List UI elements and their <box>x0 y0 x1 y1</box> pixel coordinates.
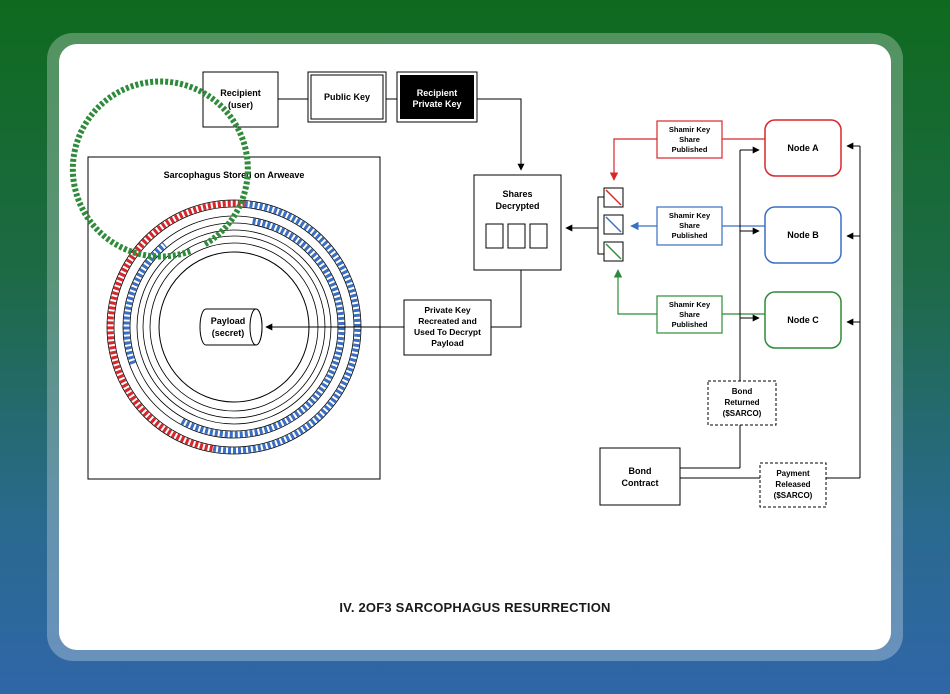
recipient-sublabel: (user) <box>228 100 253 110</box>
shamir-a-to-tile-arrow <box>609 138 657 181</box>
ring-dashed-arc <box>178 218 345 438</box>
shamir-a-label-2: Share <box>679 135 700 144</box>
recreated-label-3: Used To Decrypt <box>414 327 481 337</box>
share-tile-green <box>603 241 624 262</box>
shamir-c-to-tile-arrow <box>613 269 657 315</box>
ring-dashed-arc <box>107 200 246 452</box>
ring-dashed-arc <box>212 200 361 454</box>
bond-returned-label-1: Bond <box>732 387 753 396</box>
node-a-label: Node A <box>787 143 819 153</box>
private-key-sublabel: Private Key <box>412 99 461 109</box>
private-key-label: Recipient <box>417 88 458 98</box>
private-key-to-shares-arrow <box>477 98 525 171</box>
private-key-recreated-box: Private Key Recreated and Used To Decryp… <box>403 299 492 356</box>
node-b-box: Node B <box>764 206 842 264</box>
share-slot-2 <box>507 223 526 249</box>
ring-dashed-arc <box>123 242 167 365</box>
payment-released-box: Payment Released ($SARCO) <box>759 462 827 508</box>
bond-returned-box: Bond Returned ($SARCO) <box>707 380 777 426</box>
shares-label: Shares <box>502 189 532 199</box>
share-slot-1 <box>485 223 504 249</box>
sarcophagus-title: Sarcophagus Stored on Arweave <box>164 170 305 180</box>
payment-released-label-2: Released <box>775 480 810 489</box>
shamir-box-c: Shamir Key Share Published <box>656 295 723 334</box>
payment-released-label-3: ($SARCO) <box>774 491 813 500</box>
recreated-label-4: Payload <box>431 338 464 348</box>
recipient-label: Recipient <box>220 88 261 98</box>
node-a-box: Node A <box>764 119 842 177</box>
payment-released-label-1: Payment <box>776 469 810 478</box>
bond-contract-label-1: Bond <box>629 466 652 476</box>
public-key-box: Public Key <box>307 71 387 123</box>
bond-contract-label-2: Contract <box>621 478 658 488</box>
node-c-label: Node C <box>787 315 819 325</box>
shares-to-private-key-line <box>491 270 522 328</box>
bond-contract-box: Bond Contract <box>599 447 681 506</box>
shamir-c-label-1: Shamir Key <box>669 300 711 309</box>
shamir-a-label-3: Published <box>672 145 708 154</box>
recreated-label-1: Private Key <box>424 305 471 315</box>
shamir-c-label-2: Share <box>679 310 700 319</box>
recipient-private-key-box: Recipient Private Key <box>396 71 478 123</box>
payload-sublabel: (secret) <box>212 328 245 338</box>
node-b-label: Node B <box>787 230 819 240</box>
shamir-b-label-3: Published <box>672 231 708 240</box>
share-bracket <box>597 196 604 255</box>
recipient-box: Recipient (user) <box>202 71 279 128</box>
share-tile-blue <box>603 214 624 235</box>
sarcophagus-rings <box>69 78 362 455</box>
bond-returned-label-3: ($SARCO) <box>723 409 762 418</box>
shares-decrypted-box: Shares Decrypted <box>473 174 562 271</box>
shamir-box-b: Shamir Key Share Published <box>656 206 723 246</box>
shares-sublabel: Decrypted <box>495 201 539 211</box>
shamir-a-label-1: Shamir Key <box>669 125 711 134</box>
shamir-c-label-3: Published <box>672 320 708 329</box>
payload-cylinder: Payload (secret) <box>199 308 263 346</box>
diagram-caption: IV. 2OF3 SARCOPHAGUS RESURRECTION <box>339 600 611 615</box>
shamir-b-label-1: Shamir Key <box>669 211 711 220</box>
node-c-box: Node C <box>764 291 842 349</box>
shamir-box-a: Shamir Key Share Published <box>656 120 723 159</box>
share-tile-red <box>603 187 624 208</box>
bond-returned-label-2: Returned <box>724 398 759 407</box>
share-slot-3 <box>529 223 548 249</box>
ring-dashed-arc <box>69 78 251 260</box>
shamir-b-label-2: Share <box>679 221 700 230</box>
payload-label: Payload <box>211 316 246 326</box>
public-key-label: Public Key <box>324 92 370 102</box>
recreated-label-2: Recreated and <box>418 316 477 326</box>
